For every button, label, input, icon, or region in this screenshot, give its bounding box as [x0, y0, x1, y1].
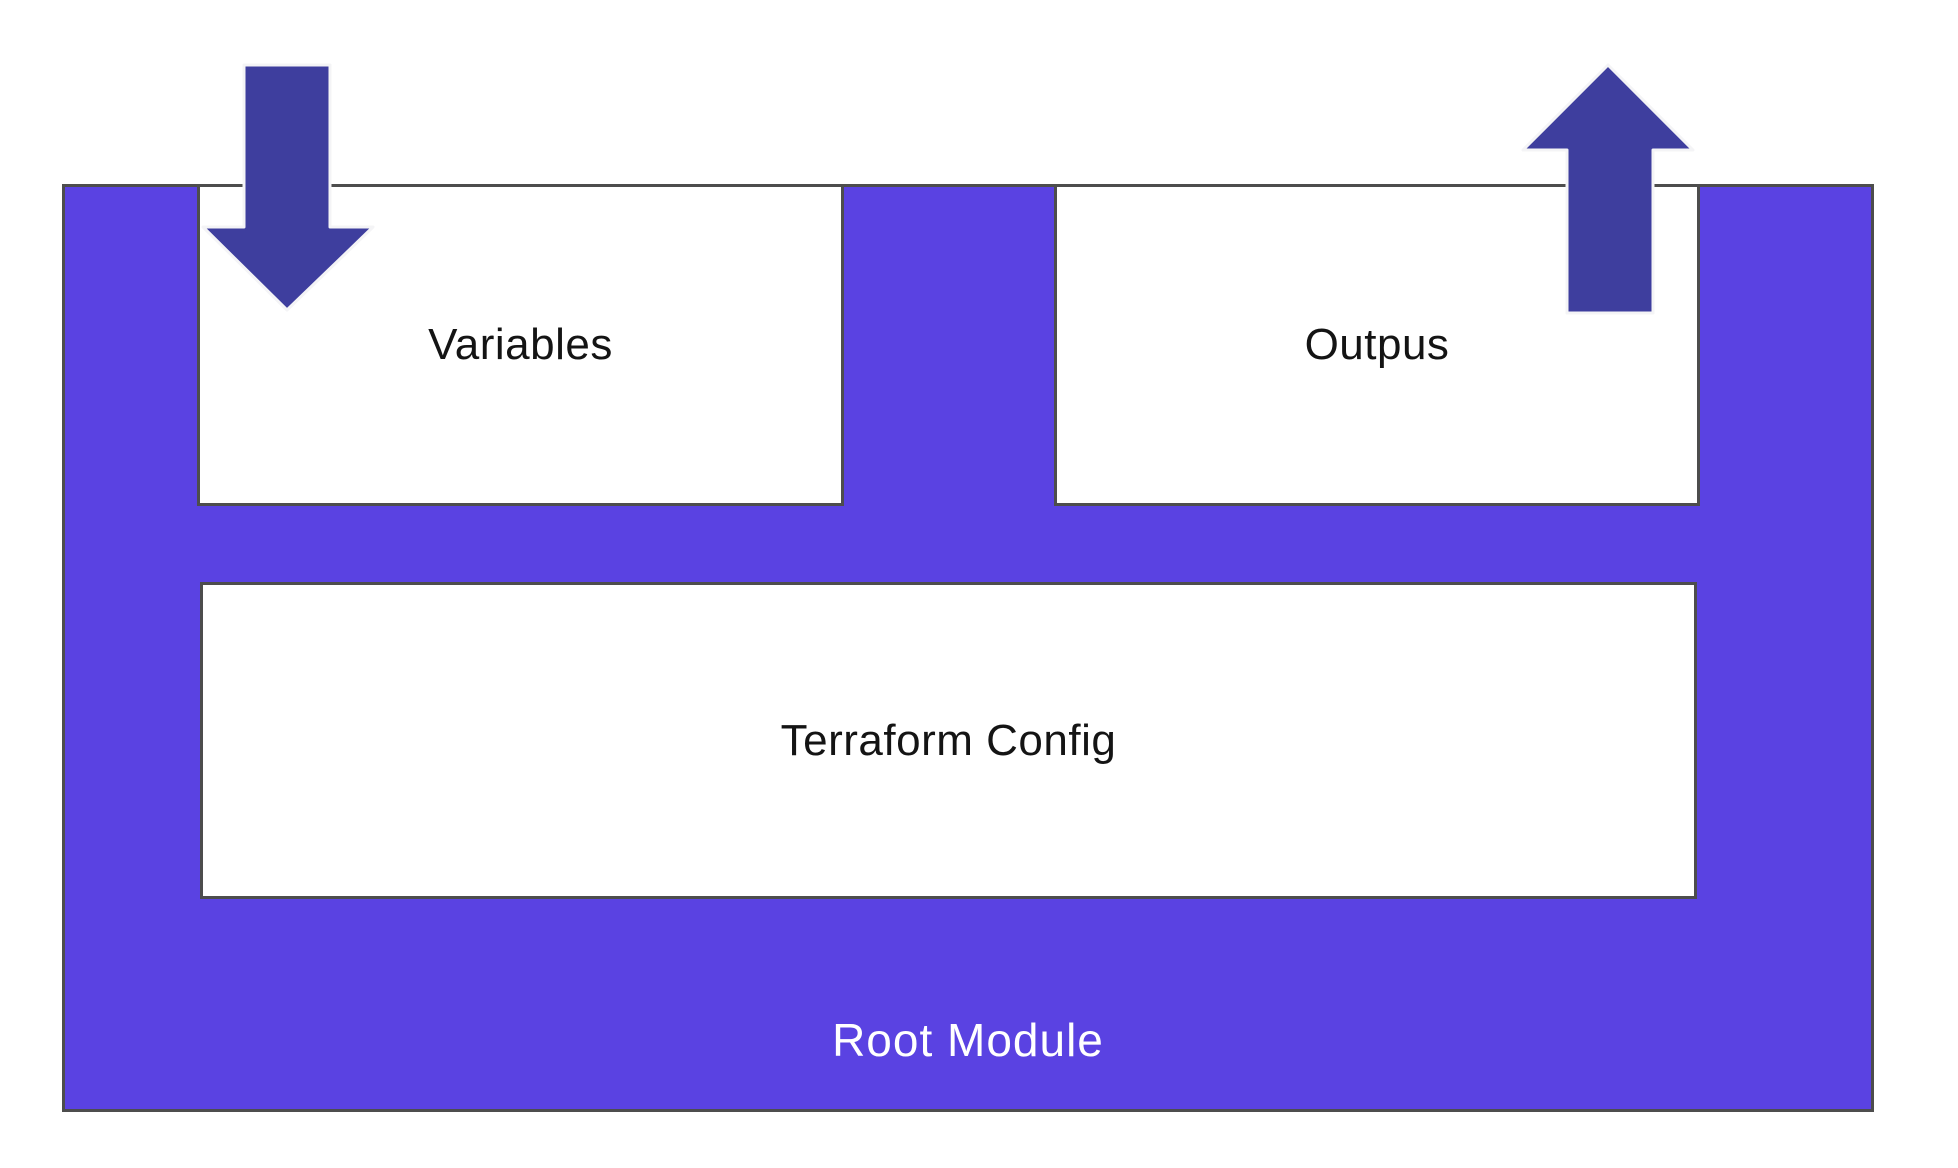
- terraform-config-label: Terraform Config: [780, 715, 1117, 765]
- variables-label: Variables: [428, 320, 613, 369]
- outputs-label: Outpus: [1304, 320, 1450, 369]
- root-module-label: Root Module: [832, 1014, 1104, 1066]
- terraform-config-box: Terraform Config: [200, 582, 1697, 899]
- outputs-box: Outpus: [1054, 184, 1700, 506]
- variables-box: Variables: [197, 184, 844, 506]
